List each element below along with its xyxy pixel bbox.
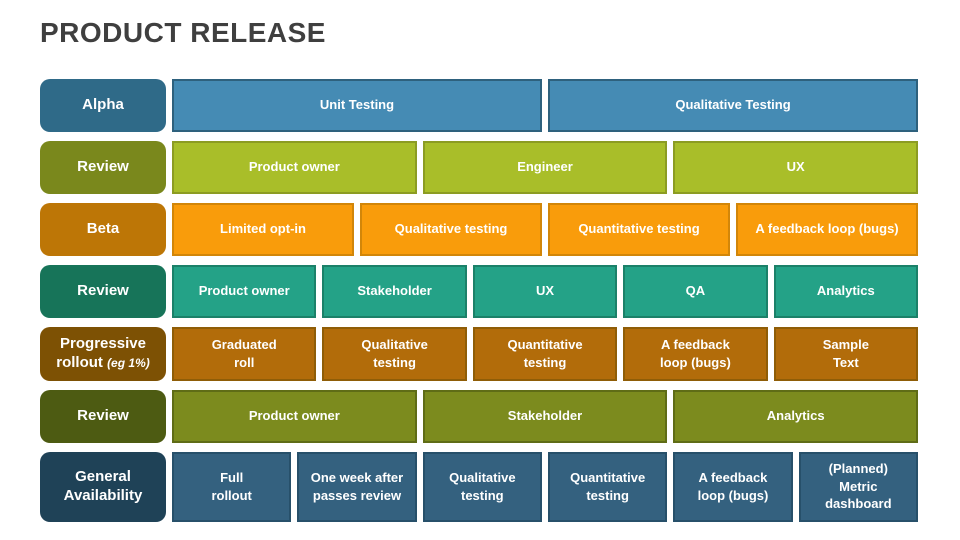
stage-cell: A feedback loop (bugs)	[673, 451, 793, 522]
row-label-alpha: Alpha	[40, 78, 166, 132]
stage-cell: Product owner	[172, 140, 417, 194]
stage-cell: Qualitative testing	[360, 202, 542, 256]
stage-cell: Unit Testing	[172, 78, 542, 132]
stage-cell: Qualitative testing	[322, 326, 467, 381]
row-label-text: Alpha	[82, 95, 124, 113]
row-label-text: Progressive rollout	[56, 334, 146, 371]
release-table: Alpha Unit Testing Qualitative Testing R…	[40, 78, 919, 522]
row-label-text: Review	[77, 281, 129, 299]
stage-cell: Product owner	[172, 389, 417, 443]
row-cells: Limited opt-in Qualitative testing Quant…	[172, 202, 918, 256]
stage-cell: A feedback loop (bugs)	[623, 326, 768, 381]
row-review-2: Review Product owner Stakeholder UX QA A…	[40, 264, 919, 318]
row-review-1: Review Product owner Engineer UX	[40, 140, 919, 194]
row-cells: Product owner Engineer UX	[172, 140, 919, 194]
stage-cell: Quantitative testing	[547, 451, 668, 522]
row-label-text: Review	[77, 157, 129, 175]
stage-cell: Qualitative testing	[422, 451, 542, 522]
row-alpha: Alpha Unit Testing Qualitative Testing	[40, 78, 918, 132]
row-label-text: Beta	[86, 219, 120, 237]
stage-cell: Engineer	[422, 140, 668, 194]
stage-cell: (Planned) Metric dashboard	[798, 451, 918, 522]
stage-cell: Qualitative Testing	[548, 78, 918, 132]
row-review-3: Review Product owner Stakeholder Analyti…	[40, 389, 919, 443]
row-cells: Unit Testing Qualitative Testing	[172, 78, 918, 132]
stage-cell: Stakeholder	[322, 264, 467, 318]
page-title: PRODUCT RELEASE	[40, 17, 326, 48]
stage-cell: Full rollout	[172, 451, 292, 522]
row-general-availability: General Availability Full rollout One we…	[40, 451, 918, 522]
stage-cell: Sample Text	[773, 326, 919, 381]
stage-cell: Analytics	[673, 389, 919, 443]
stage-cell: QA	[623, 264, 768, 318]
stage-cell: UX	[472, 264, 618, 318]
stage-cell: A feedback loop (bugs)	[736, 202, 918, 256]
row-label-general-availability: General Availability	[40, 451, 166, 522]
stage-cell: Quantitative testing	[472, 326, 618, 381]
row-cells: Product owner Stakeholder Analytics	[172, 389, 919, 443]
row-label-note: (eg 1%)	[107, 355, 150, 370]
row-cells: Full rollout One week after passes revie…	[172, 451, 918, 522]
stage-cell: Graduated roll	[172, 326, 317, 381]
row-cells: Product owner Stakeholder UX QA Analytic…	[172, 264, 919, 318]
row-label-review-1: Review	[40, 140, 166, 194]
stage-cell: UX	[673, 140, 919, 194]
stage-cell: Limited opt-in	[172, 202, 354, 256]
row-label-beta: Beta	[40, 202, 166, 256]
stage-cell: Quantitative testing	[548, 202, 730, 256]
row-beta: Beta Limited opt-in Qualitative testing …	[40, 202, 918, 256]
row-cells: Graduated roll Qualitative testing Quant…	[172, 326, 919, 381]
row-label-review-3: Review	[40, 389, 166, 443]
row-label-review-2: Review	[40, 264, 166, 318]
row-progressive-rollout: Progressive rollout (eg 1%) Graduated ro…	[40, 326, 919, 381]
row-label-text: Review	[77, 406, 129, 424]
stage-cell: Stakeholder	[422, 389, 668, 443]
stage-cell: Product owner	[172, 264, 317, 318]
stage-cell: One week after passes review	[297, 451, 417, 522]
row-label-progressive-rollout: Progressive rollout (eg 1%)	[40, 326, 166, 381]
stage-cell: Analytics	[773, 264, 919, 318]
row-label-text: General Availability	[63, 467, 143, 504]
